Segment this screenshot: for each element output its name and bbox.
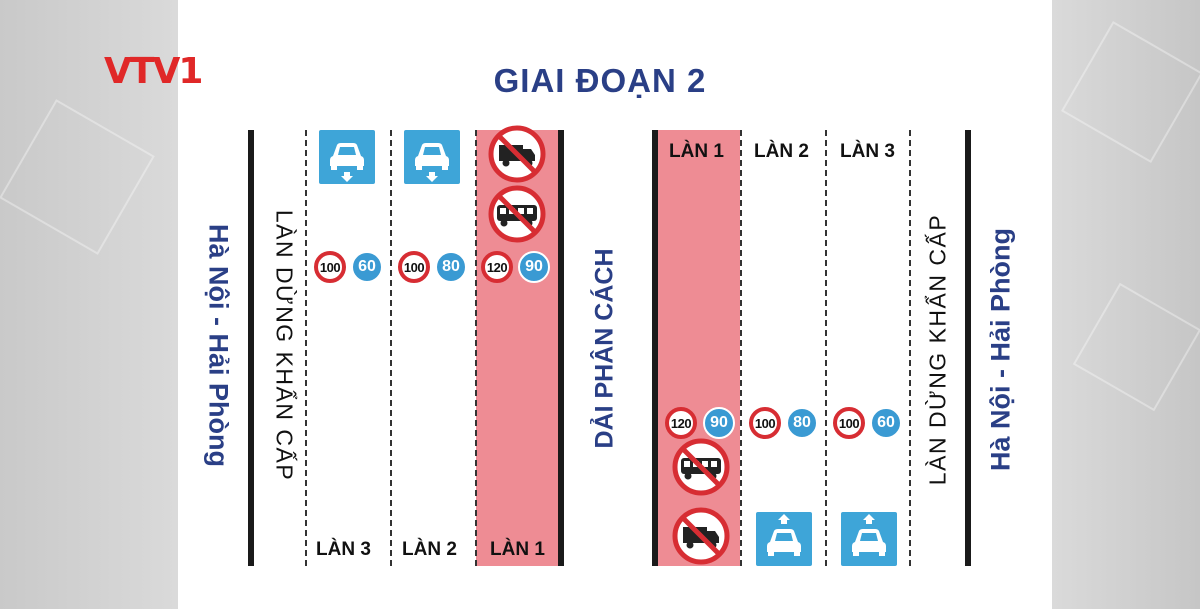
car-lane-icon [319, 130, 375, 184]
max-speed-sign: 100 [398, 251, 430, 283]
lane-divider [305, 130, 307, 566]
right-direction-label: Hà Nội - Hải Phòng [985, 228, 1016, 471]
car-lane-icon [841, 512, 897, 566]
lane-label: LÀN 3 [840, 141, 895, 162]
lane-divider [390, 130, 392, 566]
lane-divider [475, 130, 477, 566]
car-lane-icon [404, 130, 460, 184]
min-speed-sign: 90 [703, 407, 735, 439]
no-bus-icon [488, 185, 546, 243]
left-direction-label: Hà Nội - Hải Phòng [203, 224, 234, 467]
page-title: GIAI ĐOẠN 2 [493, 62, 707, 99]
background-right [1052, 0, 1200, 609]
max-speed-sign: 120 [481, 251, 513, 283]
right-lane-1-highlight [658, 130, 740, 566]
lane-divider [740, 130, 742, 566]
lane-divider [825, 130, 827, 566]
right-median-edge [652, 130, 658, 566]
left-median-edge [558, 130, 564, 566]
median-label: DẢI PHÂN CÁCH [590, 248, 619, 449]
lane-label: LÀN 1 [490, 539, 545, 560]
no-truck-icon [488, 125, 546, 183]
lane-label: LÀN 3 [316, 539, 371, 560]
lane-divider [909, 130, 911, 566]
diagram-panel [178, 0, 1052, 609]
min-speed-sign: 60 [351, 251, 383, 283]
lane-label: LÀN 2 [402, 539, 457, 560]
car-lane-icon [756, 512, 812, 566]
no-truck-icon [672, 507, 730, 565]
right-emergency-lane-label: LÀN DỪNG KHẨN CẤP [924, 213, 951, 486]
min-speed-sign: 60 [870, 407, 902, 439]
max-speed-sign: 100 [314, 251, 346, 283]
lane-label: LÀN 1 [669, 141, 724, 162]
max-speed-sign: 100 [833, 407, 865, 439]
min-speed-sign: 80 [435, 251, 467, 283]
min-speed-sign: 80 [786, 407, 818, 439]
max-speed-sign: 100 [749, 407, 781, 439]
left-emergency-lane-label: LÀN DỪNG KHẨN CẤP [271, 209, 298, 482]
left-road-edge [248, 130, 254, 566]
max-speed-sign: 120 [665, 407, 697, 439]
no-bus-icon [672, 438, 730, 496]
min-speed-sign: 90 [518, 251, 550, 283]
lane-label: LÀN 2 [754, 141, 809, 162]
background-left [0, 0, 178, 609]
right-road-edge [965, 130, 971, 566]
